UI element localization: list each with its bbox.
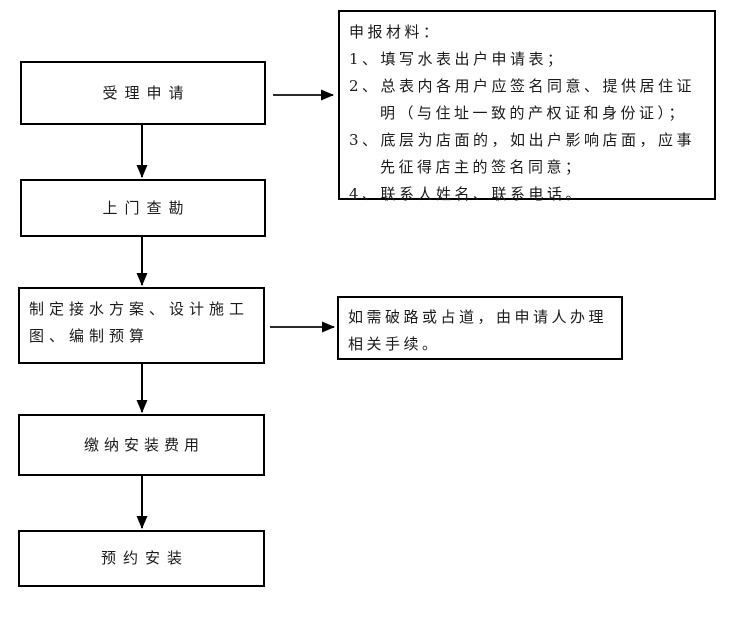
step-label: 上门查勘 [102,198,191,217]
note-text: 如需破路或占道，由申请人办理相关手续。 [348,308,608,353]
step-accept-application: 受理申请 [20,61,266,125]
step-label: 制定接水方案、设计施工图、编制预算 [29,300,250,345]
step-label: 受理申请 [102,83,191,102]
note-application-materials: 申报材料： 1、填写水表出户申请表； 2、总表内各用户应签名同意、提供居住证明（… [338,10,716,203]
step-pay-fee: 缴纳安装费用 [18,414,265,476]
note-item: 4、联系人姓名、联系电话。 [349,185,585,203]
step-book-installation: 预约安装 [18,530,265,587]
step-label: 缴纳安装费用 [83,435,204,454]
note-item: 1、填写水表出户申请表； [349,50,566,68]
step-site-survey: 上门查勘 [20,179,266,237]
step-label: 预约安装 [100,549,189,567]
note-item: 2、总表内各用户应签名同意、提供居住证明（与住址一致的产权证和身份证）； [349,77,696,122]
step-make-plan: 制定接水方案、设计施工图、编制预算 [18,287,265,364]
note-road-permit: 如需破路或占道，由申请人办理相关手续。 [337,296,623,360]
note-item: 3、底层为店面的，如出户影响店面，应事先征得店主的签名同意； [349,131,696,176]
note-title: 申报材料： [349,23,442,41]
